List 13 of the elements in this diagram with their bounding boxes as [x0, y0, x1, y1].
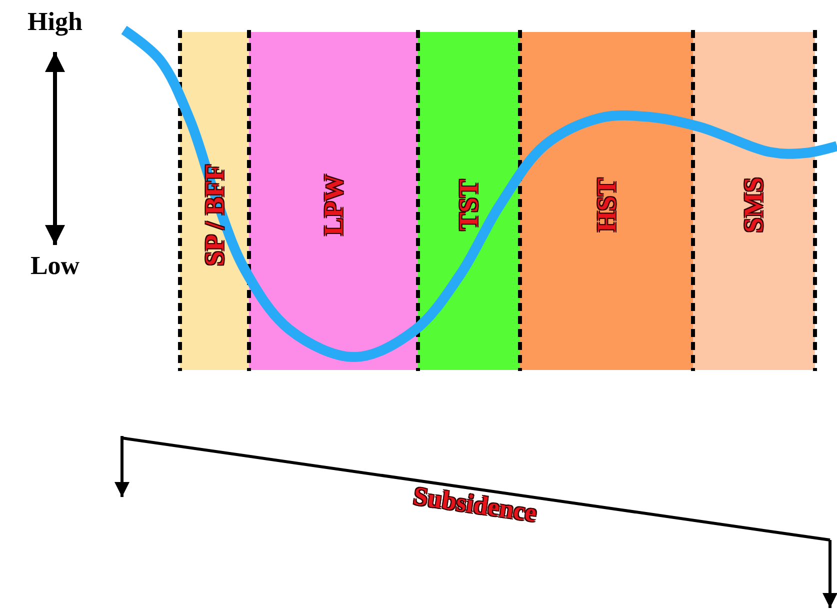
stage-label: SP / BFF	[199, 164, 230, 266]
stage-band	[180, 32, 249, 370]
stage-label: TST	[454, 179, 484, 231]
stage-label: LPW	[318, 174, 349, 236]
stage-band	[418, 32, 520, 370]
stage-label: SMS	[738, 177, 770, 233]
stage-band	[249, 32, 418, 370]
axis-label: Low	[30, 251, 80, 281]
axis-label: High	[28, 7, 82, 37]
stage-label: HST	[591, 178, 622, 232]
stage-band	[693, 32, 815, 370]
bracket-label: Subsidence	[411, 481, 539, 529]
stage-band	[520, 32, 693, 370]
